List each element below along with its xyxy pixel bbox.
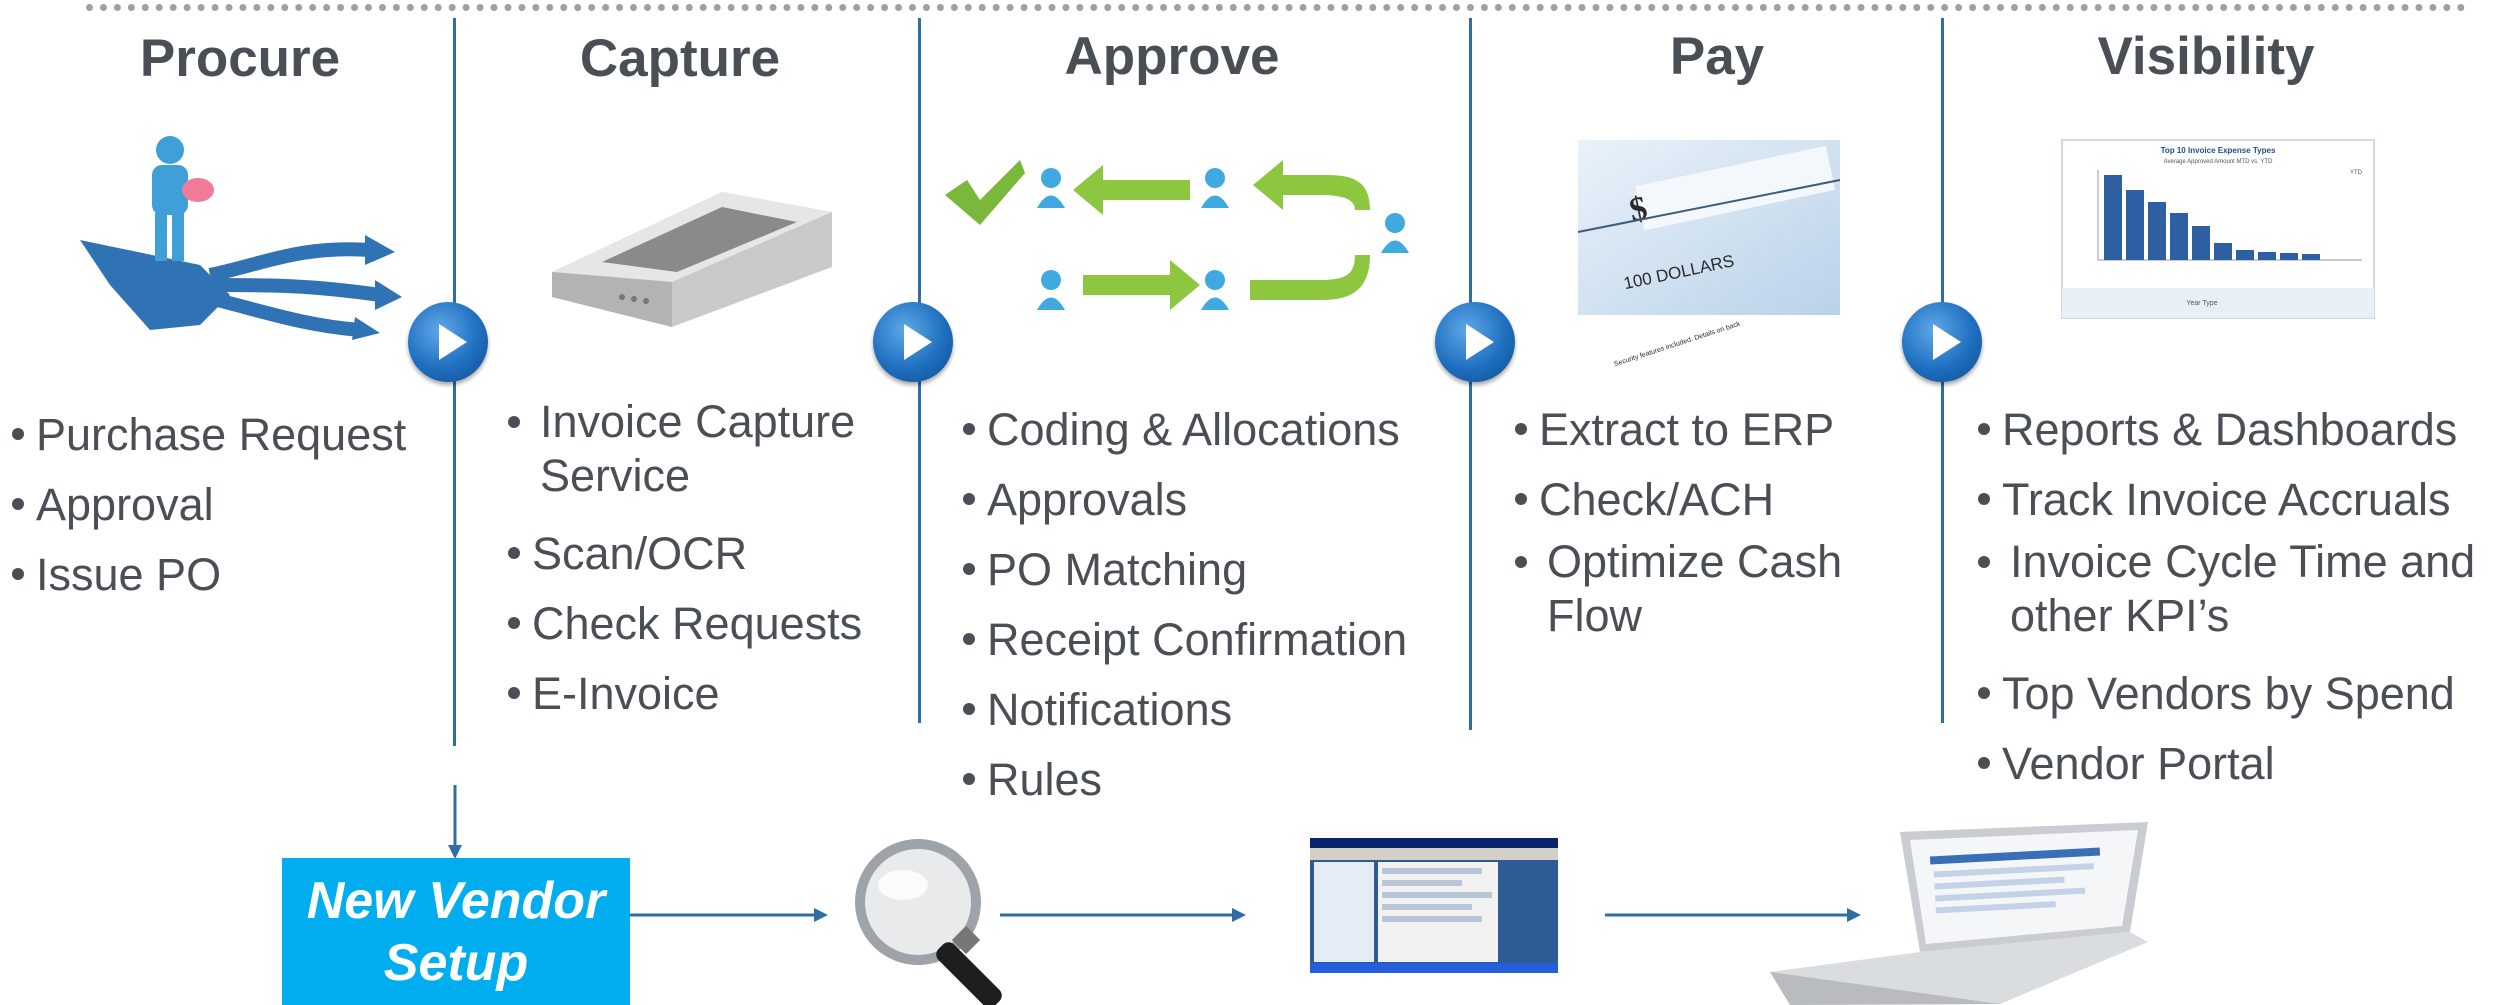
checkmark-icon <box>945 160 1025 225</box>
play-icon[interactable] <box>408 302 488 382</box>
check-security-note: Security features included. Details on b… <box>1613 320 1741 368</box>
magnifying-glass-icon <box>855 839 1002 1005</box>
flow-arrow <box>1000 908 1246 922</box>
pay-bullet-list: Extract to ERP Check/ACH Optimize Cash F… <box>1515 395 1842 659</box>
chart-thumbnail-title: Top 10 Invoice Expense Types <box>2161 146 2276 155</box>
crossroads-person-icon <box>80 136 402 340</box>
column-title-visibility: Visibility <box>2097 27 2315 86</box>
list-item: Reports & Dashboards <box>1978 395 2475 465</box>
list-item: PO Matching <box>963 535 1407 605</box>
laptop-icon <box>1770 822 2148 1005</box>
capture-bullet-list: Invoice Capture Service Scan/OCR Check R… <box>508 395 862 729</box>
list-item: Track Invoice Accruals <box>1978 465 2475 535</box>
column-title-pay: Pay <box>1669 27 1765 86</box>
check-paper-icon: $ 100 DOLLARS Security features included… <box>1577 140 1841 368</box>
list-item: Approvals <box>963 465 1407 535</box>
list-item: Issue PO <box>12 540 406 610</box>
procure-bullet-list: Purchase Request Approval Issue PO <box>12 400 406 610</box>
list-item: Check Requests <box>508 589 862 659</box>
chart-thumbnail-footer: Year Type <box>2186 300 2217 307</box>
list-item: Extract to ERP <box>1515 395 1842 465</box>
column-title-capture: Capture <box>579 29 781 88</box>
list-item: Top Vendors by Spend <box>1978 659 2475 729</box>
column-title-approve: Approve <box>1064 27 1280 86</box>
approve-bullet-list: Coding & Allocations Approvals PO Matchi… <box>963 395 1407 815</box>
bar-chart-icon: Top 10 Invoice Expense Types Average App… <box>2061 139 2375 319</box>
list-item: E-Invoice <box>508 659 862 729</box>
chart-thumbnail-subtitle: Average Approved Amount MTD vs. YTD <box>2164 159 2273 165</box>
flow-arrow <box>630 908 828 922</box>
list-item: Invoice Capture Service <box>508 395 862 503</box>
column-title-procure: Procure <box>139 29 341 88</box>
play-icon[interactable] <box>1902 302 1982 382</box>
list-item: Rules <box>963 745 1407 815</box>
top-dotted-rule <box>86 4 2466 11</box>
list-item: Receipt Confirmation <box>963 605 1407 675</box>
list-item: Notifications <box>963 675 1407 745</box>
down-arrow <box>448 785 462 859</box>
erp-screenshot-icon <box>1310 838 1558 973</box>
list-item: Scan/OCR <box>508 519 862 589</box>
list-item: Purchase Request <box>12 400 406 470</box>
visibility-bullet-list: Reports & Dashboards Track Invoice Accru… <box>1978 395 2475 799</box>
approval-flow-icon <box>945 160 1409 310</box>
chart-thumbnail-legend: YTD <box>2350 170 2363 176</box>
column-divider <box>453 18 456 746</box>
new-vendor-setup-box[interactable]: New Vendor Setup <box>282 858 630 1005</box>
scanner-icon <box>552 192 832 327</box>
list-item: Check/ACH <box>1515 465 1842 535</box>
play-icon[interactable] <box>873 302 953 382</box>
list-item: Optimize Cash Flow <box>1515 535 1842 643</box>
list-item: Vendor Portal <box>1978 729 2475 799</box>
play-icon[interactable] <box>1435 302 1515 382</box>
flow-arrow <box>1605 908 1861 922</box>
list-item: Invoice Cycle Time and other KPI’s <box>1978 535 2475 643</box>
list-item: Coding & Allocations <box>963 395 1407 465</box>
list-item: Approval <box>12 470 406 540</box>
